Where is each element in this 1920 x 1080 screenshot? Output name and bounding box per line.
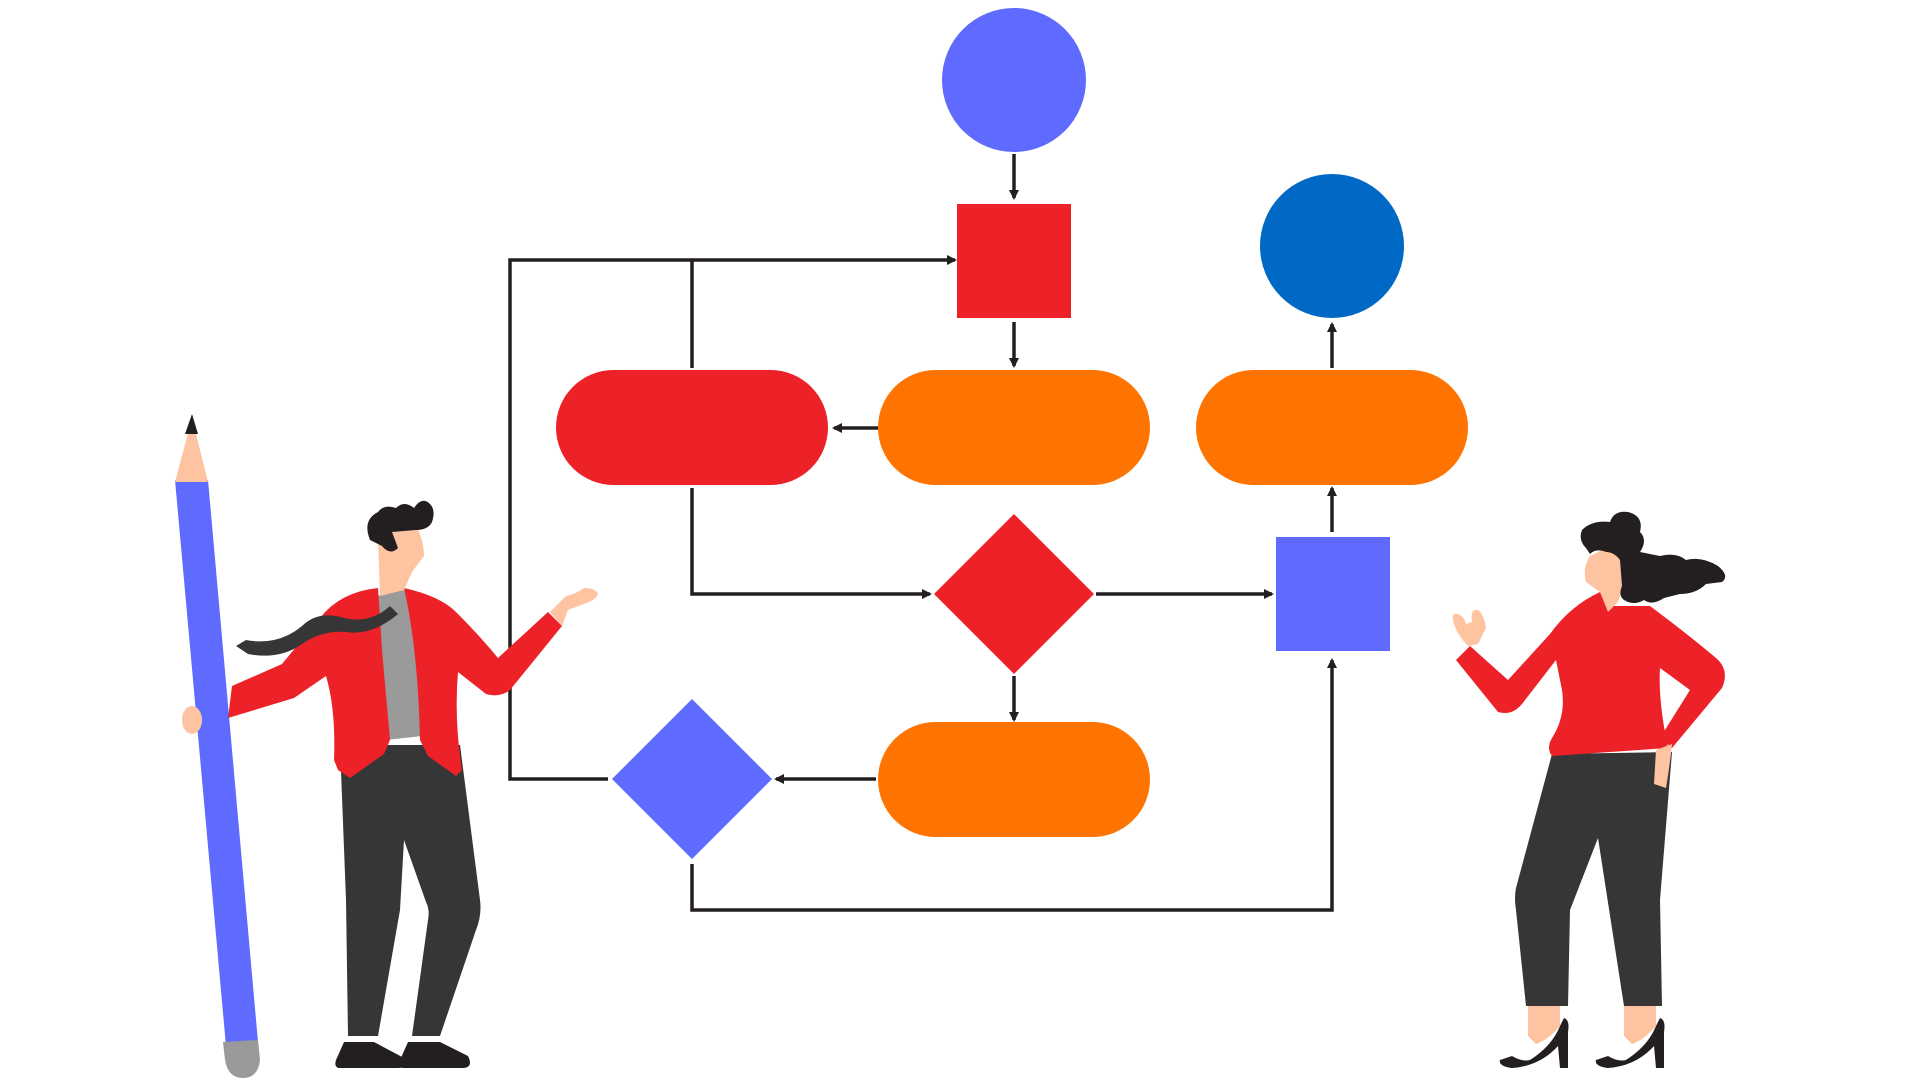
woman-right-shoe: [1595, 1018, 1665, 1068]
man-right-shoe: [399, 1042, 470, 1068]
man-jacket-right: [404, 588, 562, 776]
man-tie: [236, 606, 398, 656]
node-group: [556, 8, 1468, 859]
woman-left-foot: [1528, 1006, 1560, 1044]
connector-left-diamond-to-right-square: [690, 658, 1337, 912]
woman-blouse: [1456, 592, 1725, 756]
start-circle: [942, 8, 1086, 152]
connector-left-pill-to-square: [690, 255, 957, 368]
woman-presenting-figure: [1452, 511, 1726, 1068]
end-circle: [1260, 174, 1404, 318]
man-trousers: [340, 745, 481, 1036]
woman-left-shoe: [1499, 1018, 1569, 1068]
woman-left-hand: [1654, 744, 1672, 788]
decision-diamond-center: [934, 514, 1094, 674]
connector-left-diamond-loop-to-square: [508, 258, 692, 781]
connector-group: [508, 154, 1337, 912]
terminal-pill-bottom: [878, 722, 1150, 837]
woman-right-hand: [1452, 609, 1486, 646]
decision-diamond-left: [612, 699, 772, 859]
terminal-pill-center: [878, 370, 1150, 485]
woman-face: [1584, 547, 1624, 612]
man-right-hand: [550, 588, 598, 626]
man-left-hand: [182, 706, 202, 734]
connector-left-pill-to-diamond: [690, 488, 932, 599]
process-square-right: [1276, 537, 1390, 651]
man-shirt: [376, 590, 422, 740]
pencil-icon: [175, 414, 260, 1078]
terminal-pill-right: [1196, 370, 1468, 485]
woman-hair: [1580, 511, 1726, 603]
man-with-pencil-figure: [175, 414, 598, 1078]
man-jacket: [228, 588, 390, 778]
woman-trousers: [1515, 752, 1672, 1006]
man-hair: [367, 500, 434, 552]
terminal-pill-left: [556, 370, 828, 485]
woman-right-foot: [1624, 1006, 1656, 1044]
man-left-shoe: [335, 1042, 406, 1068]
process-square-top: [957, 204, 1071, 318]
